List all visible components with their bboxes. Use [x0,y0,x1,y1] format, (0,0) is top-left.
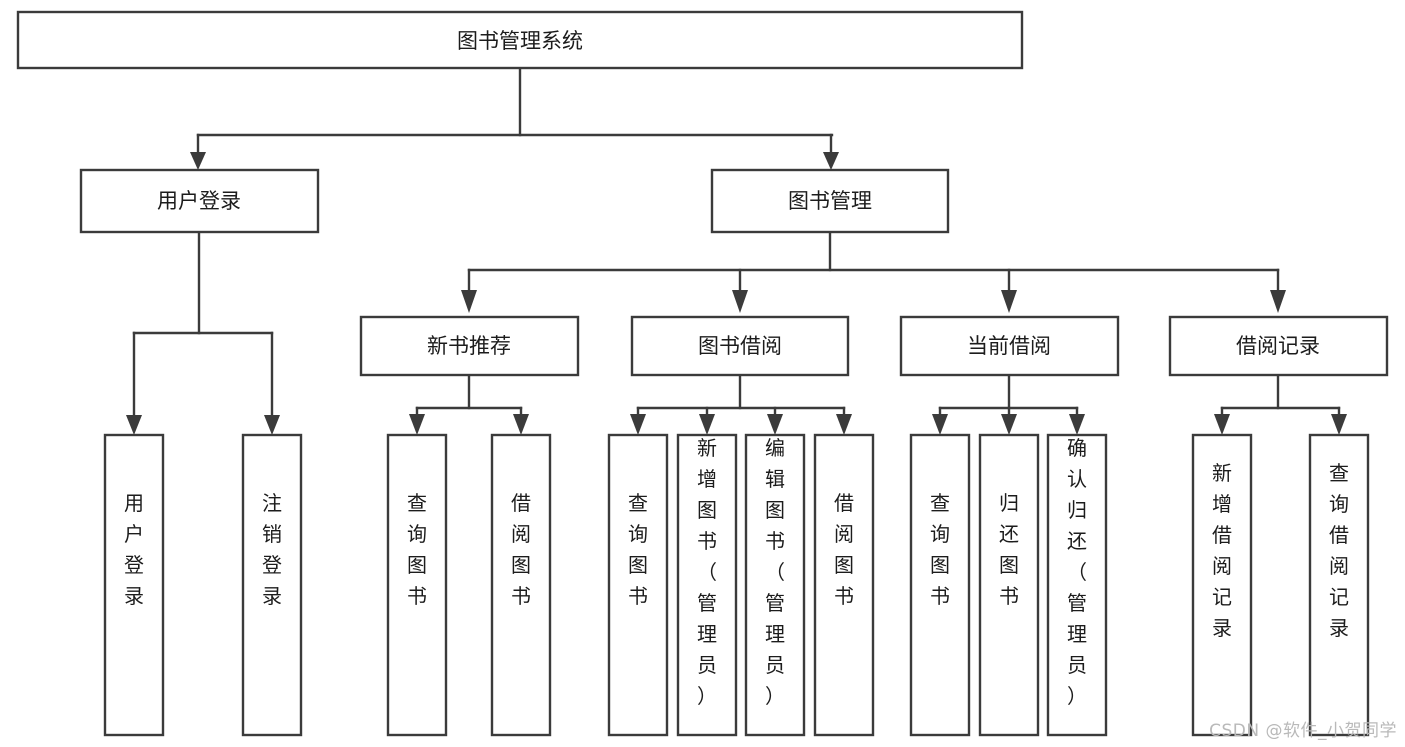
leaf-add-record[interactable]: 新增借阅记录 [1191,433,1253,737]
node-book-management-box[interactable] [710,168,950,234]
leaf-user-login[interactable]: 用户登录 [103,433,165,737]
arrow-head-leaf-confirm-return [1069,414,1085,435]
leaf-confirm-return-label: 确认归还（管理员） [1067,436,1087,708]
leaf-return-book-label: 归还图书 [999,491,1019,608]
arrow-head-leaf-borrow-book-1 [513,414,529,435]
leaf-confirm-return[interactable]: 确认归还（管理员） [1046,433,1108,737]
leaf-add-book-box[interactable] [676,433,738,737]
arrow-head-leaf-logout-login [264,415,280,435]
leaf-edit-book[interactable]: 编辑图书（管理员） [744,433,806,737]
leaf-add-book-label: 新增图书（管理员） [697,436,717,708]
arrow-head-user-login [190,152,206,170]
leaf-borrow-book-2[interactable]: 借阅图书 [813,433,875,737]
arrow-head-leaf-query-book-3 [932,414,948,435]
leaf-query-book-2-box[interactable] [607,433,669,737]
node-user-login-label: 用户登录 [157,189,241,213]
leaf-add-book[interactable]: 新增图书（管理员） [676,433,738,737]
leaf-query-record-box[interactable] [1308,433,1370,737]
node-book-borrow-box[interactable] [630,315,850,377]
leaf-query-book-2-label: 查询图书 [628,491,648,608]
arrow-head-borrow-record [1270,290,1286,313]
node-book-borrow[interactable]: 图书借阅 [630,315,850,377]
node-root[interactable]: 图书管理系统 [16,10,1024,70]
node-borrow-record-box[interactable] [1168,315,1389,377]
node-root-box[interactable] [16,10,1024,70]
leaf-borrow-book-2-label: 借阅图书 [834,491,854,608]
csdn-watermark: CSDN @软件_小贺同学 [1209,721,1397,741]
leaf-borrow-book-1-label: 借阅图书 [511,491,531,608]
arrow-head-new-book-recommend [461,290,477,313]
leaf-query-book-3[interactable]: 查询图书 [909,433,971,737]
leaf-query-record-label: 查询借阅记录 [1329,461,1349,640]
arrow-head-current-borrow [1001,290,1017,313]
leaf-logout-login[interactable]: 注销登录 [241,433,303,737]
arrow-head-leaf-query-book-1 [409,414,425,435]
leaf-query-record[interactable]: 查询借阅记录 [1308,433,1370,737]
node-book-management[interactable]: 图书管理 [710,168,950,234]
arrow-head-leaf-query-book-2 [630,414,646,435]
leaf-user-login-label: 用户登录 [124,491,144,608]
leaf-logout-login-label: 注销登录 [262,491,282,608]
node-user-login[interactable]: 用户登录 [79,168,320,234]
leaf-confirm-return-box[interactable] [1046,433,1108,737]
node-new-book-recommend-label: 新书推荐 [427,334,511,358]
node-borrow-record[interactable]: 借阅记录 [1168,315,1389,377]
leaf-logout-login-box[interactable] [241,433,303,737]
leaf-query-book-3-box[interactable] [909,433,971,737]
leaf-edit-book-box[interactable] [744,433,806,737]
node-current-borrow[interactable]: 当前借阅 [899,315,1120,377]
leaf-return-book[interactable]: 归还图书 [978,433,1040,737]
leaf-query-book-2[interactable]: 查询图书 [607,433,669,737]
node-borrow-record-label: 借阅记录 [1236,334,1320,358]
node-book-management-label: 图书管理 [788,189,872,213]
arrow-head-book-management [823,152,839,170]
node-new-book-recommend[interactable]: 新书推荐 [359,315,580,377]
arrow-head-leaf-return-book [1001,414,1017,435]
leaf-query-book-1[interactable]: 查询图书 [386,433,448,737]
node-root-label: 图书管理系统 [457,29,583,53]
arrow-head-leaf-add-record [1214,414,1230,435]
leaf-add-record-label: 新增借阅记录 [1212,461,1232,640]
leaf-edit-book-label: 编辑图书（管理员） [765,436,785,708]
leaf-borrow-book-1[interactable]: 借阅图书 [490,433,552,737]
arrow-head-leaf-edit-book [767,414,783,435]
arrow-head-leaf-user-login [126,415,142,435]
arrow-head-leaf-add-book [699,414,715,435]
connector-layer [126,66,1347,435]
arrow-head-leaf-query-record [1331,414,1347,435]
node-current-borrow-box[interactable] [899,315,1120,377]
arrow-head-leaf-borrow-book-2 [836,414,852,435]
leaf-user-login-box[interactable] [103,433,165,737]
arrow-head-book-borrow [732,290,748,313]
node-book-borrow-label: 图书借阅 [698,334,782,358]
leaf-borrow-book-2-box[interactable] [813,433,875,737]
leaf-query-book-3-label: 查询图书 [930,491,950,608]
leaf-query-book-1-box[interactable] [386,433,448,737]
node-current-borrow-label: 当前借阅 [967,334,1051,358]
leaf-query-book-1-label: 查询图书 [407,491,427,608]
node-new-book-recommend-box[interactable] [359,315,580,377]
leaf-borrow-book-1-box[interactable] [490,433,552,737]
leaf-return-book-box[interactable] [978,433,1040,737]
node-user-login-box[interactable] [79,168,320,234]
leaf-add-record-box[interactable] [1191,433,1253,737]
